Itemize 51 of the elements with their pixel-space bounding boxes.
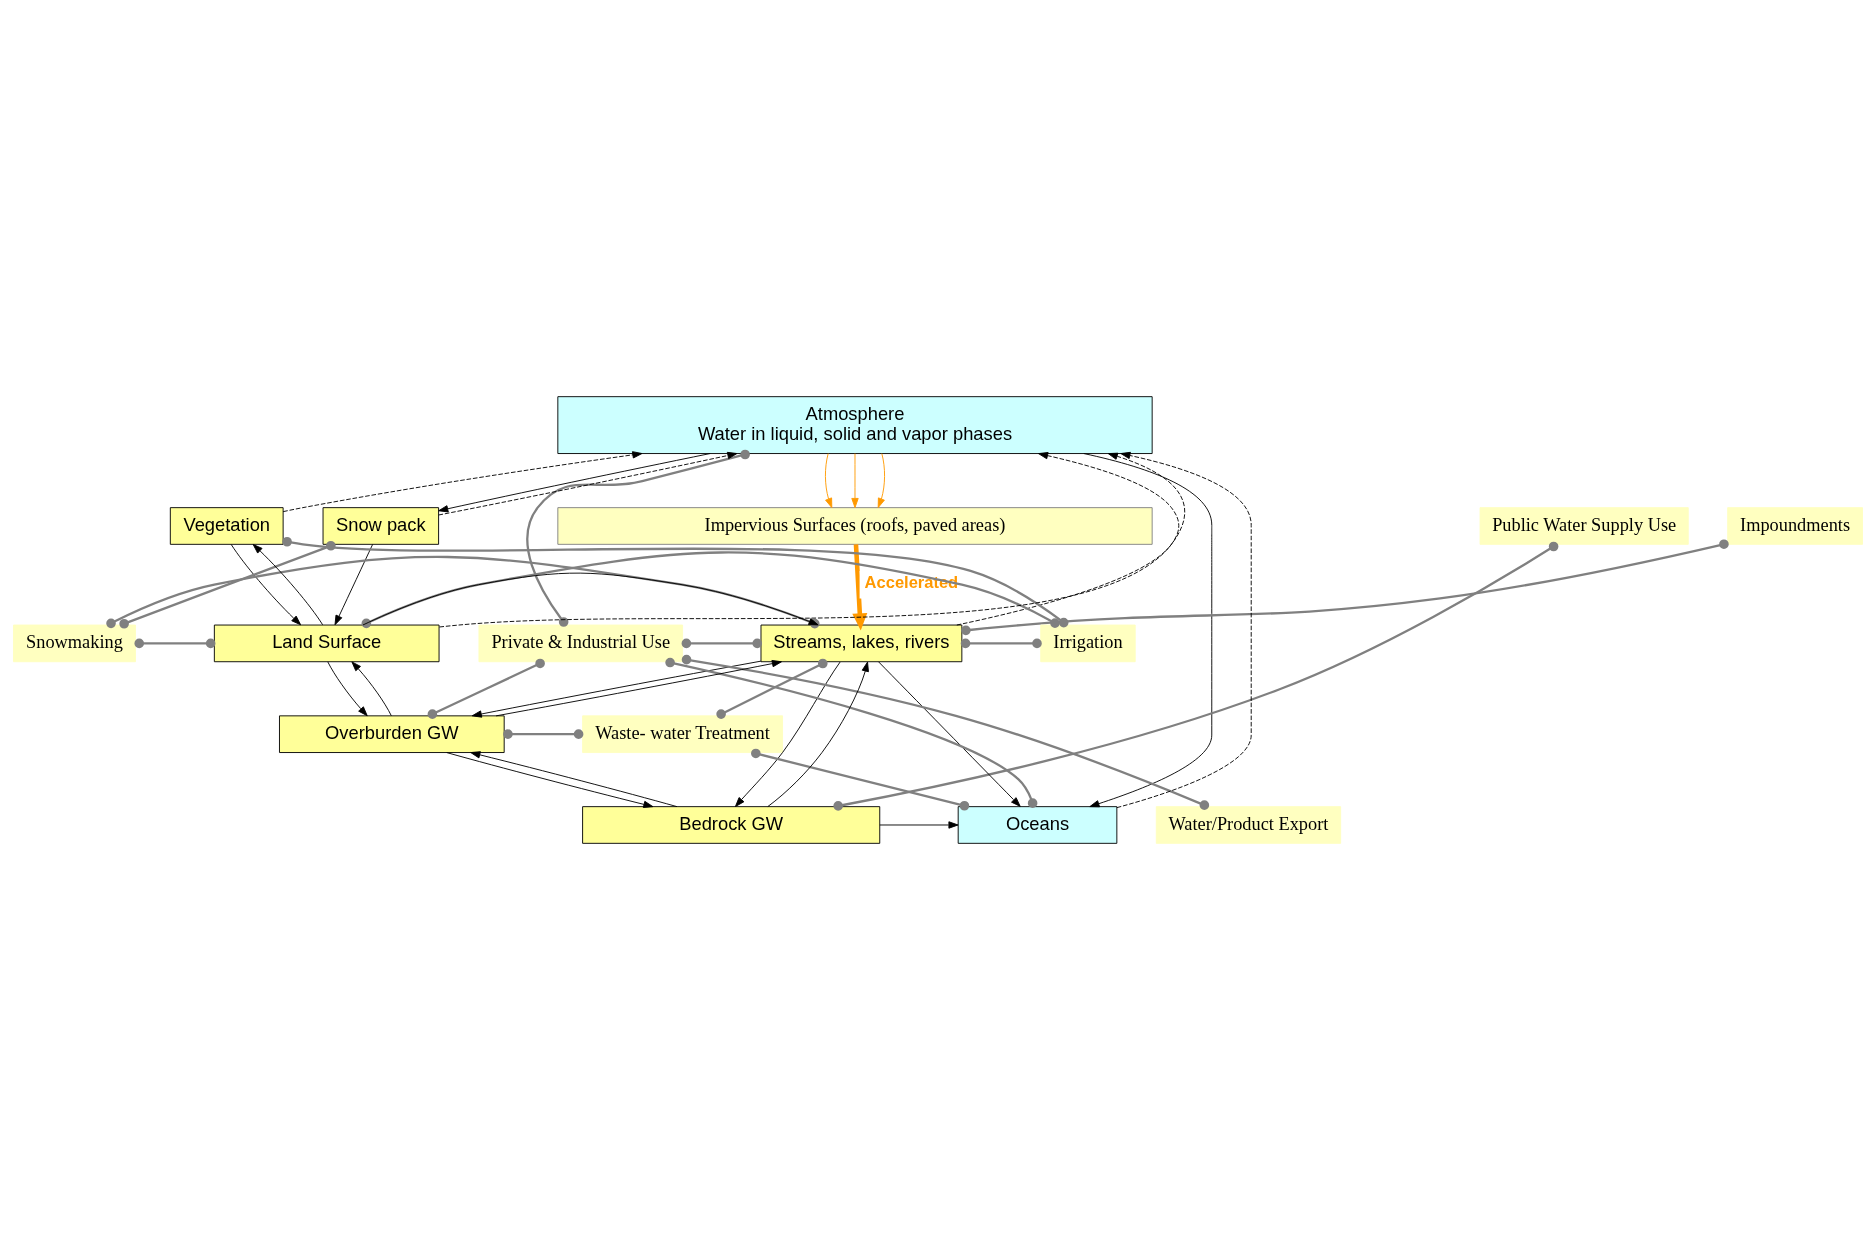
connector (833, 541, 1559, 811)
node-box: Snowmaking (13, 624, 136, 662)
arrow (282, 450, 643, 512)
arrow (334, 543, 374, 625)
node-box: Waste- water Treatment (582, 714, 783, 753)
node-box: Impoundments (1727, 506, 1863, 545)
arrow (878, 660, 1021, 807)
node-box: Vegetation (169, 506, 284, 545)
connector (751, 748, 970, 811)
arrow (471, 660, 762, 718)
node-box: Snow pack (322, 506, 440, 545)
arrow (230, 543, 302, 625)
arrow (824, 452, 833, 508)
connector (960, 638, 1042, 648)
arrow (1116, 451, 1252, 808)
arrow (734, 661, 841, 807)
node-box: Private & Industrial Use (478, 624, 684, 662)
arrow (470, 750, 678, 807)
connector (961, 538, 1729, 635)
connector (503, 728, 584, 739)
node-box: Irrigation (1040, 624, 1136, 662)
node-box: Impervious Surfaces (roofs, paved areas) (557, 506, 1153, 545)
connector (665, 657, 1038, 808)
connector (681, 638, 763, 648)
arrow (1083, 452, 1213, 807)
arrow (956, 451, 1180, 625)
arrow (495, 659, 782, 716)
arrow (879, 820, 959, 829)
node-box: Streams, lakes, rivers (760, 624, 963, 662)
node-box: Oceans (957, 805, 1118, 844)
arrow (852, 543, 868, 630)
connector (716, 658, 828, 719)
node-box: Public Water Supply Use (1479, 506, 1689, 545)
connector (681, 654, 1210, 810)
node-box: Water/Product Export (1155, 805, 1342, 844)
connector (526, 449, 750, 627)
arrow (327, 660, 368, 716)
node-box: Atmosphere Water in liquid, solid and vapor phases (557, 395, 1153, 454)
node-box: Land Surface (213, 624, 440, 662)
arrow (351, 660, 392, 716)
arrow (362, 572, 819, 625)
node-box: Overburden GW (279, 714, 505, 753)
arrow (252, 543, 324, 625)
arrow (851, 452, 859, 508)
connector (134, 638, 216, 648)
arrow (767, 661, 869, 807)
arrow (446, 751, 654, 808)
connector (427, 658, 545, 719)
arrow (877, 452, 886, 508)
node-box: Bedrock GW (582, 805, 881, 844)
edge-label: Accelerated (864, 572, 959, 591)
